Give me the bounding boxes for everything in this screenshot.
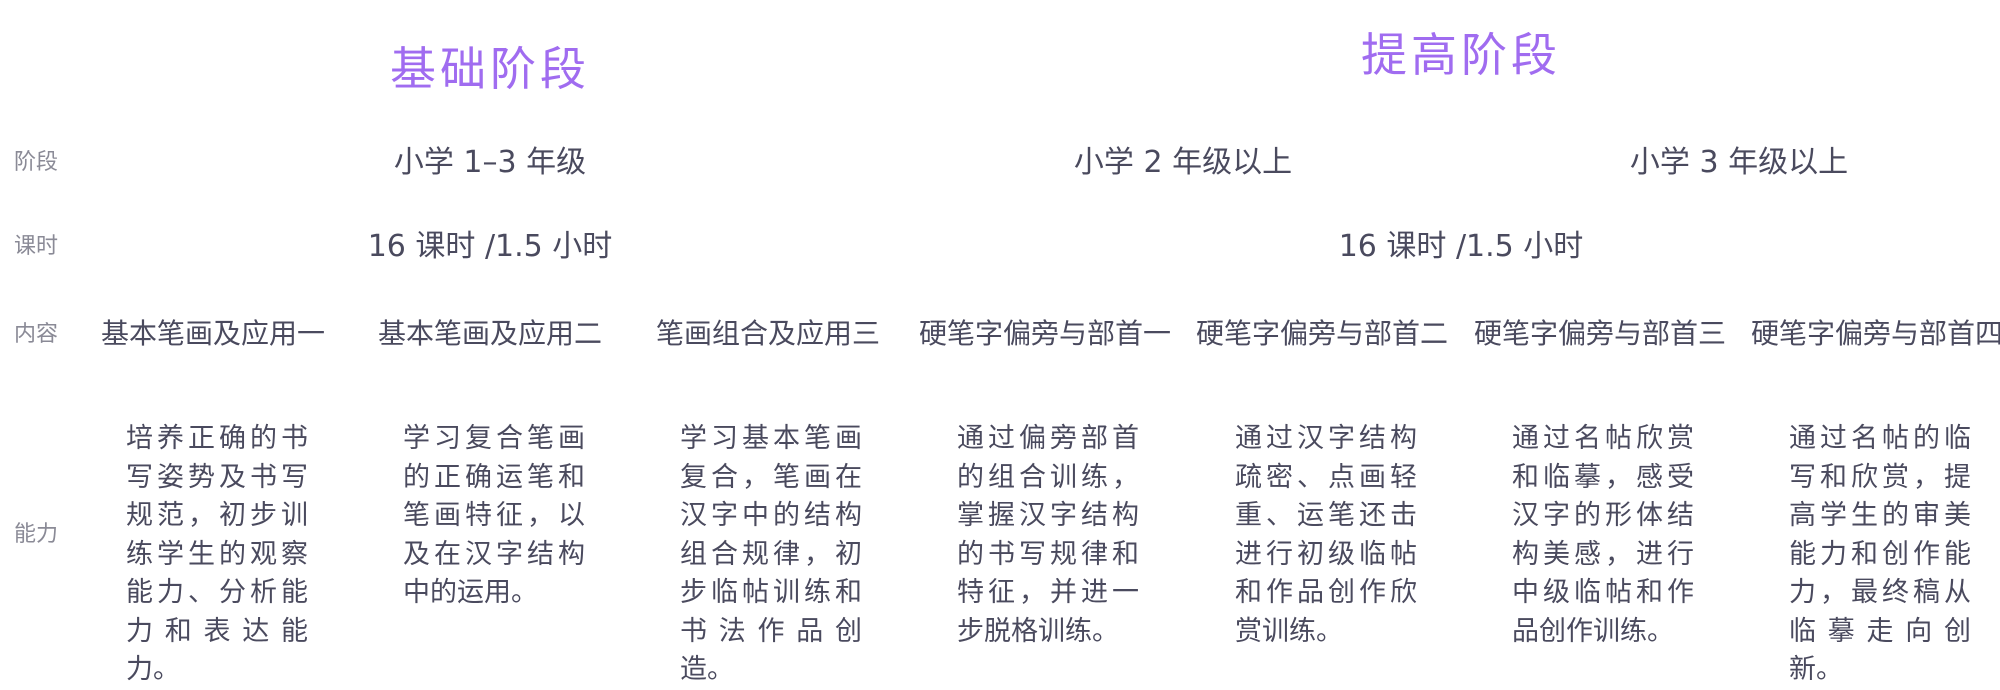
row-label-stage: 阶段 — [14, 150, 59, 175]
course-ability-7: 通过名帖的临写和欣赏，提高学生的审美能力和创作能力，最终稿从临摹走向创新。 — [1789, 423, 1971, 685]
course-ability-4: 通过偏旁部首的组合训练，掌握汉字结构的书写规律和特征，并进一步脱格训练。 — [957, 423, 1139, 647]
hours-basic: 16 课时 /1.5 小时 — [367, 229, 613, 264]
course-ability-5: 通过汉字结构疏密、点画轻重、运笔还击进行初级临帖和作品创作欣赏训练。 — [1235, 423, 1417, 647]
hours-advanced: 16 课时 /1.5 小时 — [1338, 229, 1584, 264]
stage-title-basic: 基础阶段 — [390, 42, 590, 96]
course-name-4: 硬笔字偏旁与部首一 — [918, 317, 1172, 350]
course-ability-2: 学习复合笔画的正确运笔和笔画特征，以及在汉字结构中的运用。 — [403, 423, 585, 608]
course-ability-1: 培养正确的书写姿势及书写规范，初步训练学生的观察能力、分析能力和表达能力。 — [126, 423, 308, 685]
grade-basic: 小学 1–3 年级 — [393, 145, 587, 180]
course-name-1: 基本笔画及应用一 — [100, 317, 326, 350]
course-name-3: 笔画组合及应用三 — [655, 317, 881, 350]
course-name-2: 基本笔画及应用二 — [377, 317, 603, 350]
row-label-content: 内容 — [14, 322, 59, 347]
grade-advanced-2: 小学 3 年级以上 — [1629, 145, 1849, 180]
course-name-5: 硬笔字偏旁与部首二 — [1195, 317, 1449, 350]
row-label-hours: 课时 — [14, 234, 59, 259]
course-ability-3: 学习基本笔画复合，笔画在汉字中的结构组合规律，初步临帖训练和书法作品创造。 — [680, 423, 862, 685]
course-ability-6: 通过名帖欣赏和临摹，感受汉字的形体结构美感，进行中级临帖和作品创作训练。 — [1512, 423, 1694, 647]
row-label-ability: 能力 — [14, 522, 59, 547]
stage-title-advanced: 提高阶段 — [1361, 28, 1561, 82]
course-name-7: 硬笔字偏旁与部首四 — [1750, 317, 2000, 350]
course-name-6: 硬笔字偏旁与部首三 — [1473, 317, 1727, 350]
grade-advanced-1: 小学 2 年级以上 — [1073, 145, 1293, 180]
